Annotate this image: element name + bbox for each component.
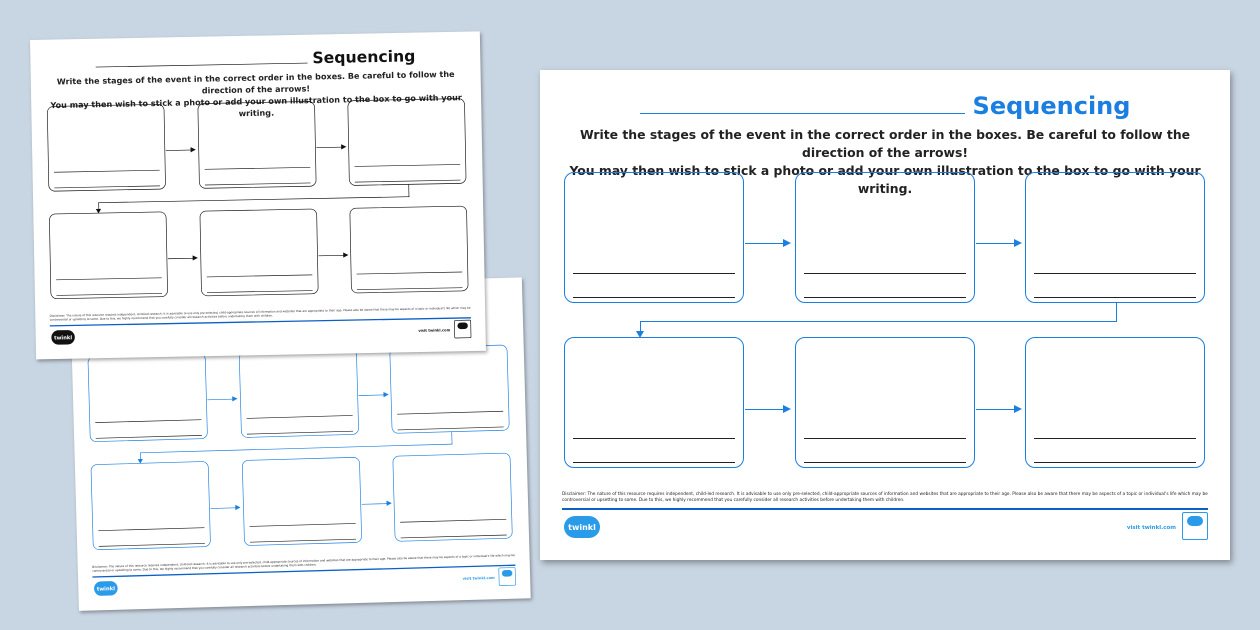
visit-link[interactable]: visit twinkl.com [462,576,495,582]
writing-line [354,164,461,167]
sequence-box[interactable] [238,348,360,438]
name-line [95,62,308,68]
writing-line [204,182,311,186]
twinkl-logo: twinkl [93,580,118,596]
twinkl-logo: twinkl [51,329,75,345]
writing-line [247,430,354,435]
quality-badge-icon [454,319,472,339]
arrow-right [165,149,195,151]
title-row: Sequencing [540,92,1230,120]
writing-line [354,179,461,183]
worksheet-title: Sequencing [312,46,416,68]
quality-badge-icon [1182,512,1208,540]
quality-badge-icon [498,567,516,586]
worksheet-front-black: Sequencing Write the stages of the event… [30,31,486,360]
writing-line [1034,297,1196,298]
connector-arrow [636,321,1117,338]
writing-line [95,419,202,423]
sequence-box[interactable] [349,205,469,294]
writing-line [356,271,463,275]
sequence-box[interactable] [392,452,513,542]
writing-line [804,438,966,439]
instructions: Write the stages of the event in the cor… [550,126,1220,198]
connector-down [408,184,410,198]
worksheet-main-blue: Sequencing Write the stages of the event… [540,70,1230,560]
writing-line [206,274,313,278]
writing-line [250,538,357,543]
sequence-box[interactable] [564,172,744,303]
sequence-box[interactable] [1025,172,1205,303]
sequence-box[interactable] [241,456,363,546]
footer-divider [562,508,1208,510]
writing-line [204,166,311,170]
worksheet-title: Sequencing [972,92,1131,120]
twinkl-logo: twinkl [564,516,600,538]
name-line [639,113,965,114]
sequence-box[interactable] [199,208,319,297]
instructions-line-1: Write the stages of the event in the cor… [579,127,1191,160]
sequence-boxes [30,31,480,300]
connector-down [1116,303,1117,322]
writing-line [804,462,966,463]
writing-line [1034,462,1196,463]
arrow-right [207,398,237,401]
visit-link[interactable]: visit twinkl.com [1126,525,1176,531]
arrow-right [318,254,348,257]
writing-line [573,297,735,298]
writing-line [207,290,313,293]
writing-line [95,435,202,439]
writing-line [573,438,735,439]
arrow-right [316,146,346,148]
sequence-box[interactable] [347,98,467,186]
sequence-box[interactable] [389,344,510,434]
instructions-line-2: You may then wish to stick a photo or ad… [569,163,1201,196]
writing-line [1034,273,1196,274]
writing-line [1034,438,1196,439]
writing-line [573,273,735,274]
sequence-box[interactable] [90,461,211,551]
writing-line [54,185,160,189]
disclaimer: Disclaimer: The nature of this resource … [562,492,1208,503]
writing-line [249,523,356,527]
arrow-right [976,405,1022,413]
arrow-right [976,239,1022,247]
sequence-box[interactable] [87,353,208,443]
sequence-box[interactable] [564,337,744,468]
writing-line [397,410,504,415]
writing-line [54,169,160,173]
arrow-right [210,507,240,509]
sequence-box[interactable] [197,101,317,189]
sequence-box[interactable] [46,103,166,192]
writing-line [804,297,966,298]
sequence-box[interactable] [48,211,168,300]
writing-line [98,527,205,531]
writing-line [400,518,507,523]
writing-line [804,273,966,274]
arrow-right [361,503,391,505]
sequence-box[interactable] [795,337,975,468]
sequence-box[interactable] [795,172,975,303]
writing-line [400,534,507,539]
arrow-right [167,257,197,260]
writing-line [356,287,463,291]
sequence-box[interactable] [1025,337,1205,468]
writing-line [56,293,163,296]
arrow-right [358,394,388,396]
connector-down [451,432,453,445]
writing-line [98,543,205,547]
visit-link[interactable]: visit twinkl.com [418,328,451,334]
writing-line [397,426,504,431]
arrow-right [745,405,791,413]
arrow-right [745,239,791,247]
writing-line [246,415,353,419]
writing-line [56,277,162,281]
writing-line [573,462,735,463]
